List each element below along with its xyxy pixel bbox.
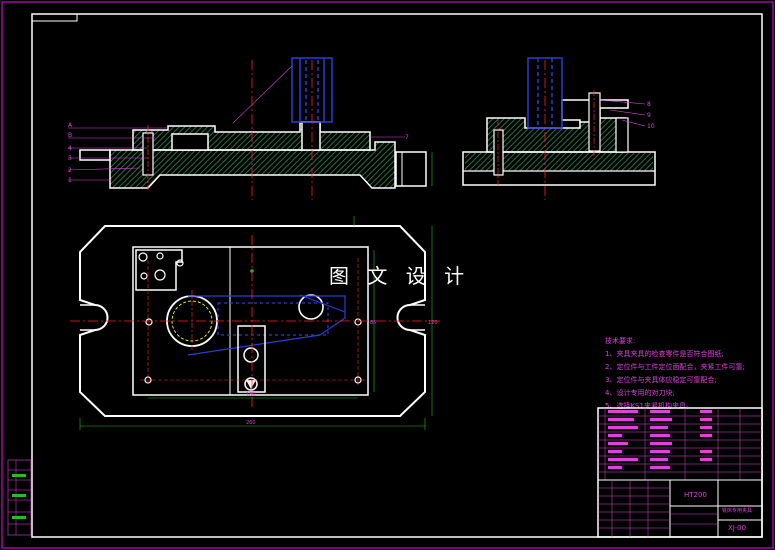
front-view-locator-block [171,133,209,151]
part-label-10: 10 [647,123,655,130]
left-margin-table [7,459,32,536]
part-label-A: A [68,122,73,129]
part-label-8: 8 [647,101,651,108]
part-label-4: 4 [68,145,72,152]
tech-notes: 技术要求: 1、夹具夹具的检查零件是否符合图纸; 2、定位件与工件定位面配合，夹… [605,336,745,410]
tech-notes-title: 技术要求: [605,336,635,345]
side-view-base-hatch [465,153,653,171]
plan-view-mount-hole [354,376,362,384]
dim-plan-side: 86 [370,320,376,326]
drawing-number: XJ-00 [728,524,746,532]
side-view-support [615,117,629,153]
plan-view-dimensions [79,216,433,430]
plan-view-hole [154,269,166,281]
part-label-9: 9 [647,112,651,119]
front-view-right-block [395,151,427,187]
tech-note-2: 2、定位件与工件定位面配合，夹紧工件可靠; [605,362,745,371]
plan-view-clamp-block [237,325,266,393]
plan-view-hole [156,252,164,260]
watermark-text: 图 文 设 计 [329,264,470,288]
tech-note-4: 4、设计专用的对刀块; [605,388,675,397]
plan-view-clamp-nut-mark [246,380,256,389]
part-label-1: 1 [68,177,72,184]
plan-view-hole [140,272,148,280]
side-view[interactable]: 8 9 10 [462,57,656,200]
front-view-left-foot [79,149,111,161]
tech-note-3: 3、定位件与夹具体应稳定可靠配合; [605,375,717,384]
title-block[interactable]: HT200 铣床专用夹具 XJ-00 [597,407,763,538]
plan-view-mount-hole [145,318,153,326]
tech-note-5: 5、选择KS1夹紧机构夹具。 [605,401,693,410]
side-view-leaders [599,99,646,127]
part-label-3: 3 [68,155,72,162]
plan-view-left-slot [80,304,109,331]
dim-plan-inner: 180 [246,392,256,398]
part-label-7: 7 [405,134,409,141]
front-view-leaders [67,65,405,181]
side-view-body [486,117,626,153]
part-label-2: 2 [68,167,72,174]
plan-view-clamp-nut [244,377,258,391]
plan-view-hole [138,252,148,262]
parts-list-grid [598,408,762,480]
front-view-base [109,141,396,189]
plan-view[interactable]: 260 180 120 86 [70,216,440,430]
dim-plan-width: 260 [246,420,256,426]
front-view-top-plate [132,121,371,151]
part-label-B: B [68,132,72,139]
dim-plan-height: 120 [428,320,438,326]
title-block-grid [598,479,762,537]
drawing-name: 铣床专用夹具 [722,507,752,514]
plan-view-workpiece-hidden [187,294,346,356]
front-view-center-pin [301,121,321,151]
material-label: HT200 [684,491,707,499]
side-view-stud [588,92,601,152]
plan-view-pin-hole [298,294,324,320]
title-block-signature-grid [598,480,718,537]
title-block-frame [597,407,763,538]
sheet-inner-frame [31,13,763,538]
front-view[interactable]: A B 4 3 2 1 7 [67,57,433,200]
parts-list-entries [608,410,712,469]
plan-view-right-slot [396,304,425,331]
plan-view-hole [176,259,184,267]
plan-view-clamp-bolt [243,347,259,363]
plan-view-locator-square [135,249,183,291]
side-view-left-bolt [493,129,504,176]
tech-note-1: 1、夹具夹具的检查零件是否符合图纸; [605,349,724,358]
corner-tab [31,13,78,22]
